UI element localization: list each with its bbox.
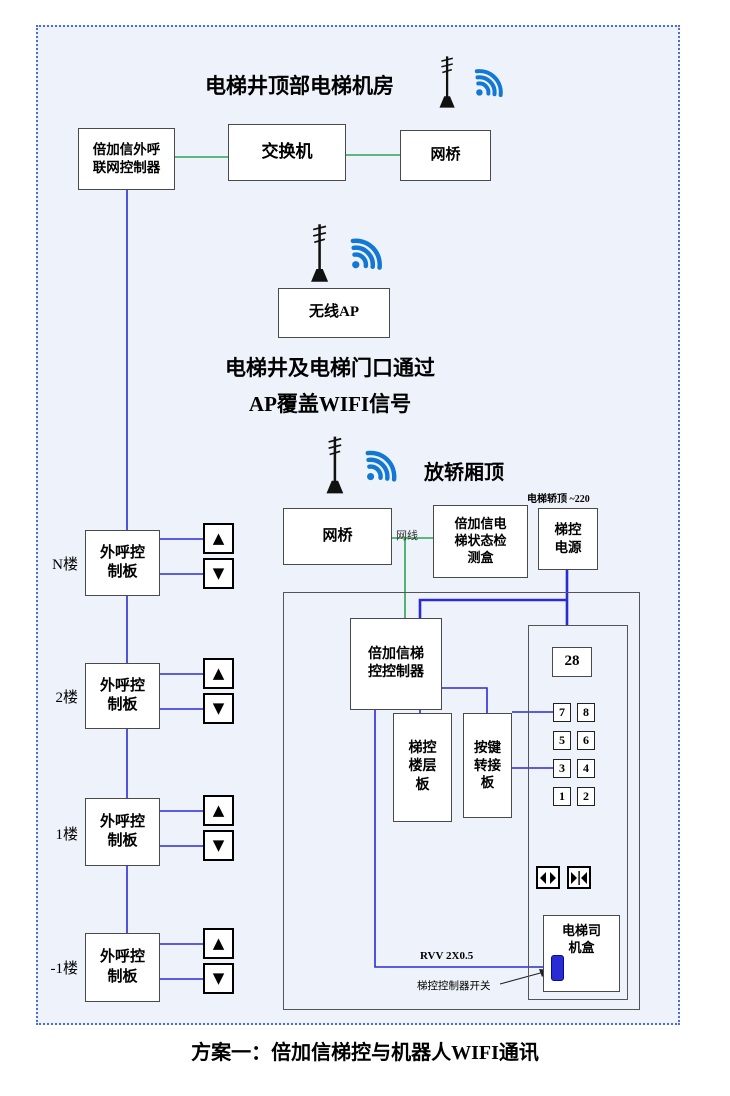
up-arrow-icon: ▲	[212, 801, 225, 819]
floor-label-n: N楼	[52, 557, 78, 573]
call-down-button: ▼	[203, 963, 234, 994]
call-down-button: ▼	[203, 830, 234, 861]
controller-switch-label: 梯控控制器开关	[417, 981, 491, 992]
car-top-title: 放轿厢顶	[424, 462, 504, 484]
network-bridge-top-box: 网桥	[400, 130, 491, 181]
network-switch-box: 交换机	[228, 124, 346, 181]
call-up-button: ▲	[203, 658, 234, 689]
call-down-button: ▼	[203, 558, 234, 589]
outcall-panel-minus1: 外呼控 制板	[85, 933, 160, 1002]
cable-type-label: RVV 2X0.5	[420, 950, 474, 962]
floor-key-2: 2	[577, 787, 595, 806]
ap-coverage-note-line2: AP覆盖WIFI信号	[248, 392, 412, 416]
door-open-icon	[540, 871, 556, 884]
floor-key-1: 1	[553, 787, 571, 806]
floor-label-minus1: -1楼	[50, 961, 79, 977]
door-open-button	[536, 866, 560, 889]
diagram-caption: 方案一：倍加信梯控与机器人WIFI通讯	[191, 1042, 539, 1064]
floor-label-1: 1楼	[55, 827, 78, 843]
floor-key-7: 7	[553, 703, 571, 722]
elevator-control-power-box: 梯控 电源	[538, 508, 598, 570]
car-operating-panel-box	[528, 625, 628, 1000]
call-down-button: ▼	[203, 693, 234, 724]
elevator-status-detect-box: 倍加信电 梯状态检 测盒	[433, 505, 528, 578]
ap-coverage-note-line1: 电梯井及电梯门口通过	[225, 356, 435, 380]
call-up-button: ▲	[203, 795, 234, 826]
outcall-panel-1: 外呼控 制板	[85, 798, 160, 866]
up-arrow-icon: ▲	[212, 664, 225, 682]
elevator-controller-box: 倍加信梯 控控制器	[350, 618, 442, 710]
floor-key-4: 4	[577, 759, 595, 778]
wifi-antenna-icon	[439, 56, 503, 108]
wifi-antenna-icon	[326, 436, 397, 494]
floor-key-5: 5	[553, 731, 571, 750]
floor-label-2: 2楼	[55, 690, 78, 706]
floor-key-3: 3	[553, 759, 571, 778]
wireless-ap-box: 无线AP	[278, 288, 390, 338]
floor-board-box: 梯控 楼层 板	[393, 713, 452, 822]
down-arrow-icon: ▼	[212, 836, 225, 854]
network-cable-label: 网线	[396, 530, 418, 542]
outcall-panel-2: 外呼控 制板	[85, 663, 160, 729]
key-adapter-board-box: 按键 转接 板	[463, 713, 512, 818]
network-bridge-cartop-box: 网桥	[283, 508, 392, 565]
floor-key-8: 8	[577, 703, 595, 722]
door-close-icon	[571, 870, 587, 885]
down-arrow-icon: ▼	[212, 699, 225, 717]
down-arrow-icon: ▼	[212, 564, 225, 582]
call-up-button: ▲	[203, 523, 234, 554]
floor-key-6: 6	[577, 731, 595, 750]
controller-switch-icon	[551, 955, 564, 981]
outcall-panel-n: 外呼控 制板	[85, 530, 160, 596]
door-close-button	[567, 866, 591, 889]
outcall-network-controller-box: 倍加信外呼 联网控制器	[78, 128, 175, 190]
car-top-power-note: 电梯轿顶 ~220	[527, 494, 590, 505]
down-arrow-icon: ▼	[212, 969, 225, 987]
floor-display: 28	[552, 647, 592, 677]
wifi-antenna-icon	[311, 224, 382, 282]
call-up-button: ▲	[203, 928, 234, 959]
car-top-enclosure-box	[283, 592, 640, 1010]
up-arrow-icon: ▲	[212, 529, 225, 547]
machine-room-title: 电梯井顶部电梯机房	[205, 74, 394, 98]
up-arrow-icon: ▲	[212, 934, 225, 952]
